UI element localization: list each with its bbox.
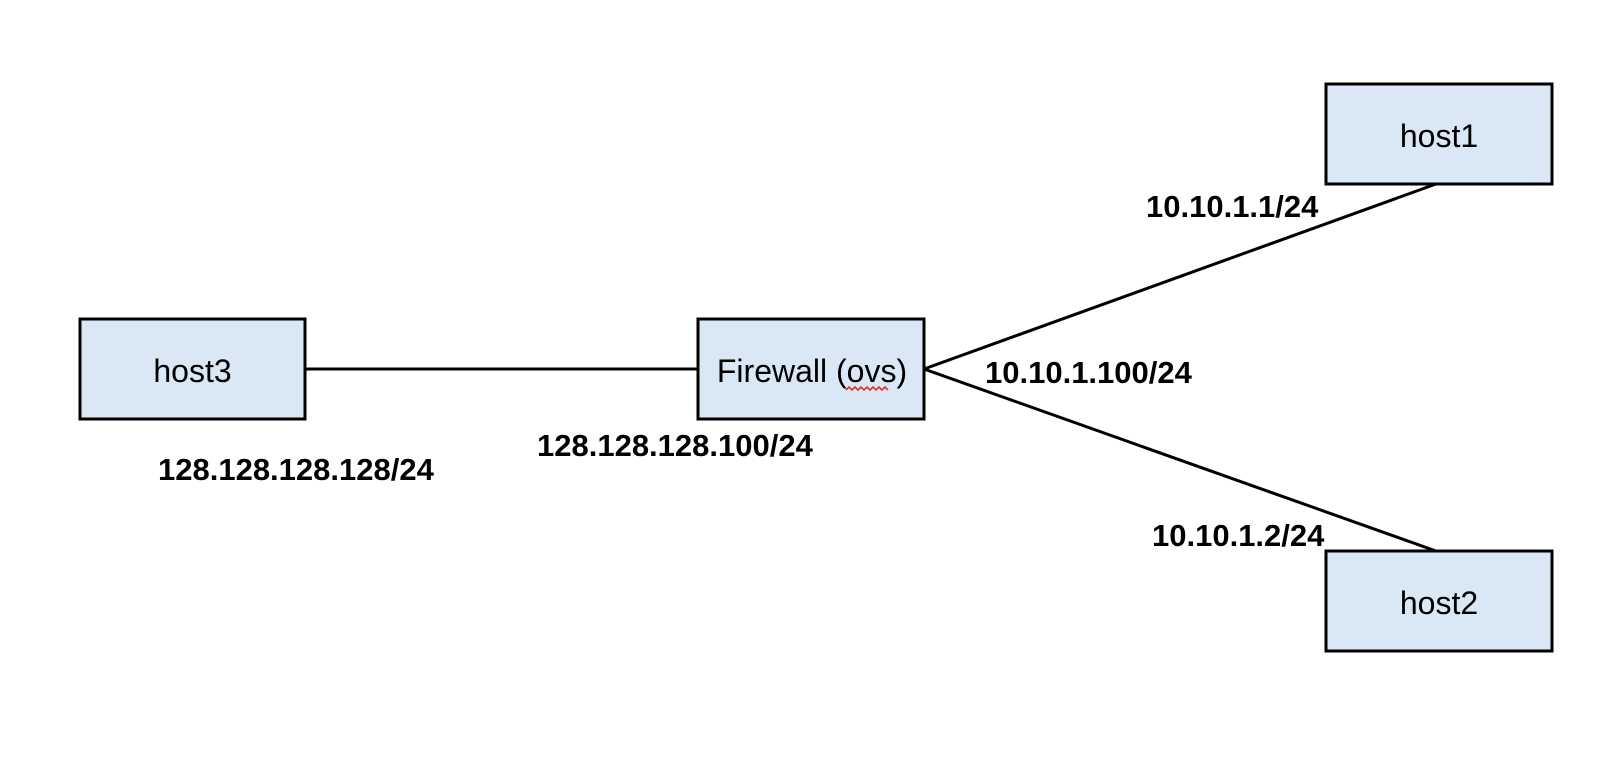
host2-box [1324,549,1554,653]
node-firewall[interactable]: Firewall (ovs) [696,317,926,421]
host1-box [1324,82,1554,186]
ip-label-firewall-external: 128.128.128.100/24 [537,428,814,463]
node-host2[interactable]: host2 [1324,549,1554,653]
node-host1[interactable]: host1 [1324,82,1554,186]
host2-label: host2 [1400,585,1478,621]
ip-label-firewall-internal: 10.10.1.100/24 [985,355,1193,390]
ip-label-host3: 128.128.128.128/24 [158,452,435,487]
ip-label-host2: 10.10.1.2/24 [1152,518,1325,553]
ip-label-host1: 10.10.1.1/24 [1146,189,1319,224]
host3-box [78,317,307,421]
spellcheck-underline [845,385,889,392]
host1-label: host1 [1400,118,1478,154]
node-host3[interactable]: host3 [78,317,307,421]
link-firewall-host2 [923,367,1437,553]
firewall-label: Firewall (ovs) [717,353,907,389]
host3-label: host3 [153,353,231,389]
link-firewall-host1 [923,182,1437,371]
firewall-box [696,317,926,421]
